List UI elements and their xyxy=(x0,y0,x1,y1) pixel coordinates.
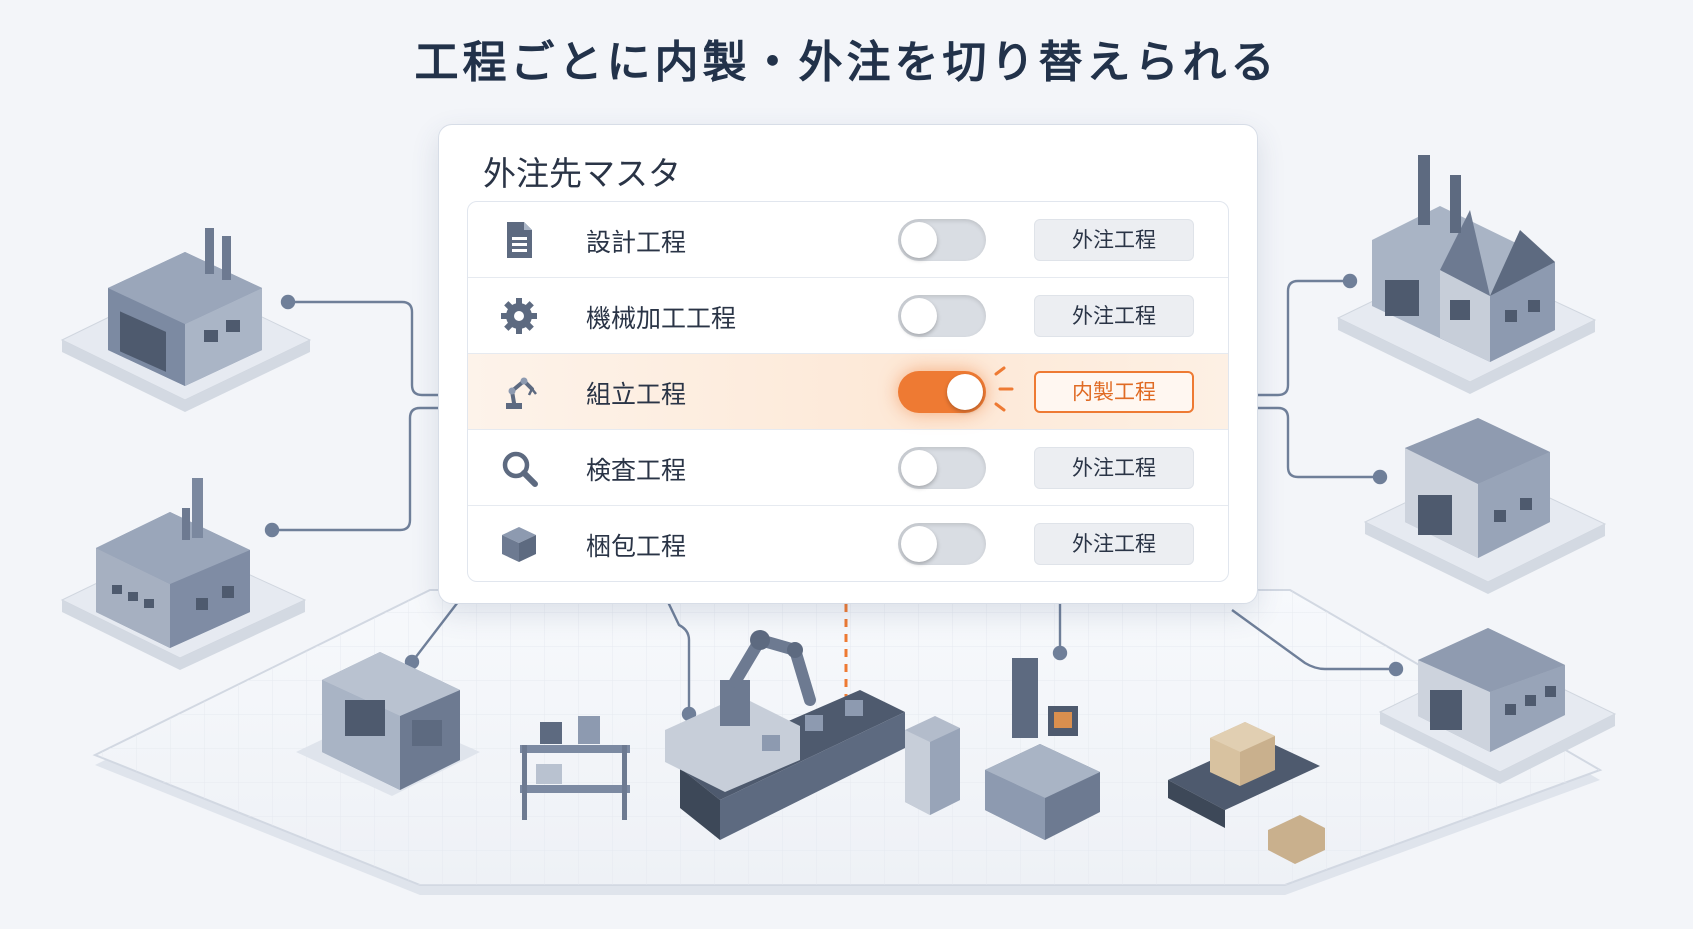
warehouse-icon xyxy=(1363,418,1607,594)
inhouse-toggle[interactable] xyxy=(898,295,986,337)
process-row-machining: 機械加工工程 外注工程 xyxy=(468,278,1228,354)
inhouse-toggle[interactable] xyxy=(898,447,986,489)
box-icon xyxy=(502,527,536,562)
process-label: 設計工程 xyxy=(586,228,687,257)
status-badge: 外注工程 xyxy=(1034,295,1194,337)
panel-title: 外注先マスタ xyxy=(483,154,681,193)
inhouse-toggle[interactable] xyxy=(898,219,986,261)
gear-icon xyxy=(501,298,537,334)
process-row-inspection: 検査工程 外注工程 xyxy=(468,430,1228,506)
robot-arm-icon xyxy=(506,377,537,409)
inspection-station-icon xyxy=(985,658,1100,840)
document-icon xyxy=(507,222,532,258)
process-row-design: 設計工程 外注工程 xyxy=(468,202,1228,278)
status-badge: 外注工程 xyxy=(1034,219,1194,261)
process-label: 検査工程 xyxy=(586,456,687,485)
toggle-knob xyxy=(901,526,937,562)
toggle-knob xyxy=(947,374,983,410)
toggle-knob xyxy=(901,298,937,334)
cnc-machine-icon xyxy=(296,652,480,796)
factory-icon xyxy=(60,228,312,412)
connector-lines xyxy=(264,273,1404,722)
cabinet-icon xyxy=(905,716,960,815)
robot-arm-conveyor-icon xyxy=(665,630,905,840)
process-list: 設計工程 外注工程 機械加工工程 外注工程 xyxy=(467,201,1229,582)
toggle-knob xyxy=(901,222,937,258)
process-label: 組立工程 xyxy=(586,380,687,409)
process-row-packing: 梱包工程 外注工程 xyxy=(468,506,1228,581)
factory-icon xyxy=(1336,155,1597,394)
click-spark-icon xyxy=(994,366,1014,412)
status-badge: 外注工程 xyxy=(1034,447,1194,489)
process-label: 機械加工工程 xyxy=(586,304,737,333)
process-row-assembly: 組立工程 内製工程 xyxy=(468,354,1228,430)
inhouse-toggle[interactable] xyxy=(898,371,986,413)
warehouse-icon xyxy=(1378,628,1617,784)
toggle-knob xyxy=(901,450,937,486)
outsourcing-master-panel: 外注先マスタ 設計工程 外注工程 xyxy=(438,124,1258,604)
status-badge: 内製工程 xyxy=(1034,371,1194,413)
packing-conveyor-icon xyxy=(1168,722,1325,864)
status-badge: 外注工程 xyxy=(1034,523,1194,565)
inhouse-toggle[interactable] xyxy=(898,523,986,565)
magnifier-icon xyxy=(502,451,538,487)
page-title: 工程ごとに内製・外注を切り替えられる xyxy=(414,37,1279,88)
factory-icon xyxy=(60,478,307,670)
parts-shelf-icon xyxy=(520,716,630,820)
process-label: 梱包工程 xyxy=(586,532,687,561)
